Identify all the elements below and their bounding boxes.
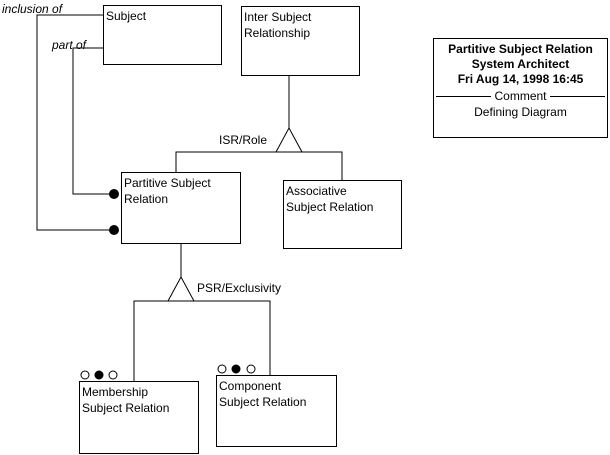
part-of-label: part of <box>52 38 87 52</box>
psr-branch <box>133 300 271 381</box>
isr-branch <box>175 151 343 180</box>
entity-name-line-2: Subject Relation <box>219 395 307 409</box>
diagram-title-block: Partitive Subject Relation System Archit… <box>433 38 608 138</box>
inclusion-of-label: inclusion of <box>2 2 63 16</box>
comment-header: Comment <box>491 89 550 103</box>
membership-indicator-dot-2 <box>94 370 104 380</box>
part-of-many-dot <box>109 189 119 199</box>
inclusion-of-connector[interactable] <box>36 14 113 231</box>
diagram-title: Partitive Subject Relation <box>448 42 593 56</box>
entity-name-line-1: Membership <box>82 385 149 399</box>
comment-separator: Comment <box>436 88 605 104</box>
entity-name: Subject <box>106 9 147 23</box>
isr-role-label: ISR/Role <box>219 133 268 147</box>
psr-subtype-triangle[interactable] <box>167 275 195 302</box>
isr-subtype-triangle[interactable] <box>275 126 303 153</box>
entity-membership-subject-relation[interactable]: Membership Subject Relation <box>79 381 199 454</box>
entity-partitive-subject-relation[interactable]: Partitive Subject Relation <box>121 172 241 244</box>
psr-exclusivity-label: PSR/Exclusivity <box>197 281 282 295</box>
diagram-author: System Architect <box>471 57 570 71</box>
inclusion-of-many-dot <box>109 225 119 235</box>
diagram-comment: Defining Diagram <box>474 105 567 119</box>
diagram-date: Fri Aug 14, 1998 16:45 <box>457 72 584 86</box>
entity-component-subject-relation[interactable]: Component Subject Relation <box>216 375 337 447</box>
entity-name-line-1: Associative <box>286 184 347 198</box>
entity-name-line-2: Relationship <box>244 26 311 40</box>
membership-indicator-dot-1 <box>80 370 90 380</box>
entity-inter-subject-relationship[interactable]: Inter Subject Relationship <box>241 6 360 76</box>
entity-name-line-2: Relation <box>124 192 169 206</box>
membership-indicator-dot-3 <box>108 370 118 380</box>
entity-associative-subject-relation[interactable]: Associative Subject Relation <box>283 180 402 249</box>
entity-name-line-1: Component <box>219 379 282 393</box>
part-of-connector[interactable] <box>72 47 113 195</box>
entity-name-line-1: Inter Subject <box>244 10 312 24</box>
entity-name-line-2: Subject Relation <box>82 401 170 415</box>
component-indicator-dot-3 <box>246 364 256 374</box>
component-indicator-dot-2 <box>231 364 241 374</box>
component-indicator-dot-1 <box>217 364 227 374</box>
entity-name-line-1: Partitive Subject <box>124 176 211 190</box>
entity-name-line-2: Subject Relation <box>286 200 374 214</box>
entity-subject[interactable]: Subject <box>103 5 222 65</box>
